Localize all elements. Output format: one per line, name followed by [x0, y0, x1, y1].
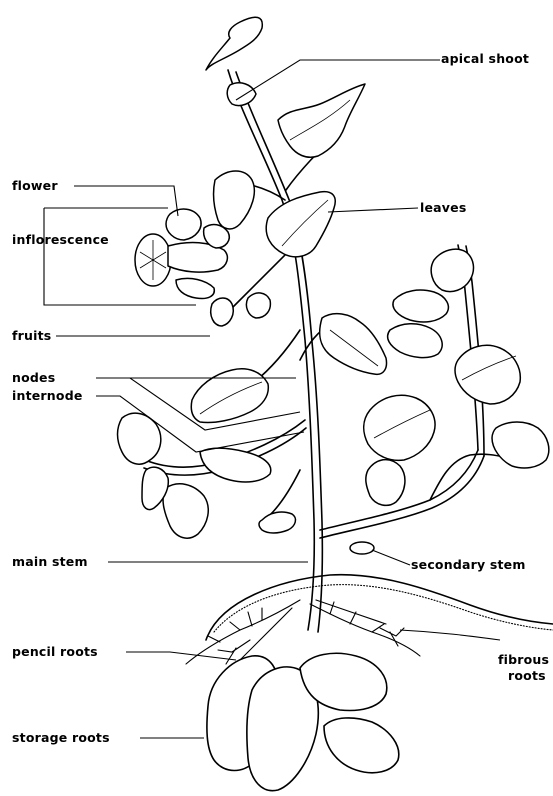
label-flower: flower [12, 178, 58, 193]
fruits-drawing [211, 293, 271, 326]
label-storage-roots: storage roots [12, 730, 110, 745]
label-nodes: nodes [12, 370, 55, 385]
label-apical-shoot: apical shoot [441, 51, 529, 66]
label-leaves: leaves [420, 200, 466, 215]
leaves-drawing [118, 17, 549, 538]
label-internode: internode [12, 388, 83, 403]
label-fibrous-roots-line2: roots [508, 668, 546, 683]
label-secondary-stem: secondary stem [411, 557, 526, 572]
label-fruits: fruits [12, 328, 51, 343]
node-markers [350, 542, 374, 554]
labels: apical shoot flower leaves inflorescence… [12, 51, 549, 745]
label-pencil-roots: pencil roots [12, 644, 98, 659]
flower-drawing [135, 209, 229, 298]
label-inflorescence: inflorescence [12, 232, 109, 247]
soil-mound [206, 575, 553, 640]
label-main-stem: main stem [12, 554, 88, 569]
storage-roots-drawing [207, 653, 399, 790]
label-fibrous-roots-line1: fibrous [498, 652, 549, 667]
leader-lines [44, 60, 500, 738]
